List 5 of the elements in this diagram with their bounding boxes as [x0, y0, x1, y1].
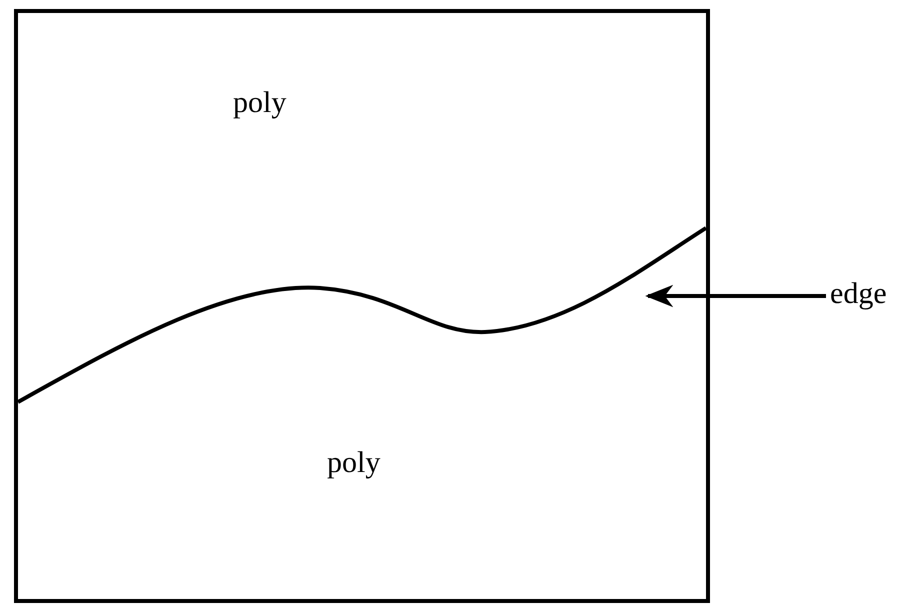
boundary-curve	[17, 226, 708, 404]
callout-label: edge	[830, 277, 887, 311]
region-label: poly	[233, 86, 286, 120]
region-label: poly	[327, 446, 380, 480]
arrow	[645, 284, 826, 308]
